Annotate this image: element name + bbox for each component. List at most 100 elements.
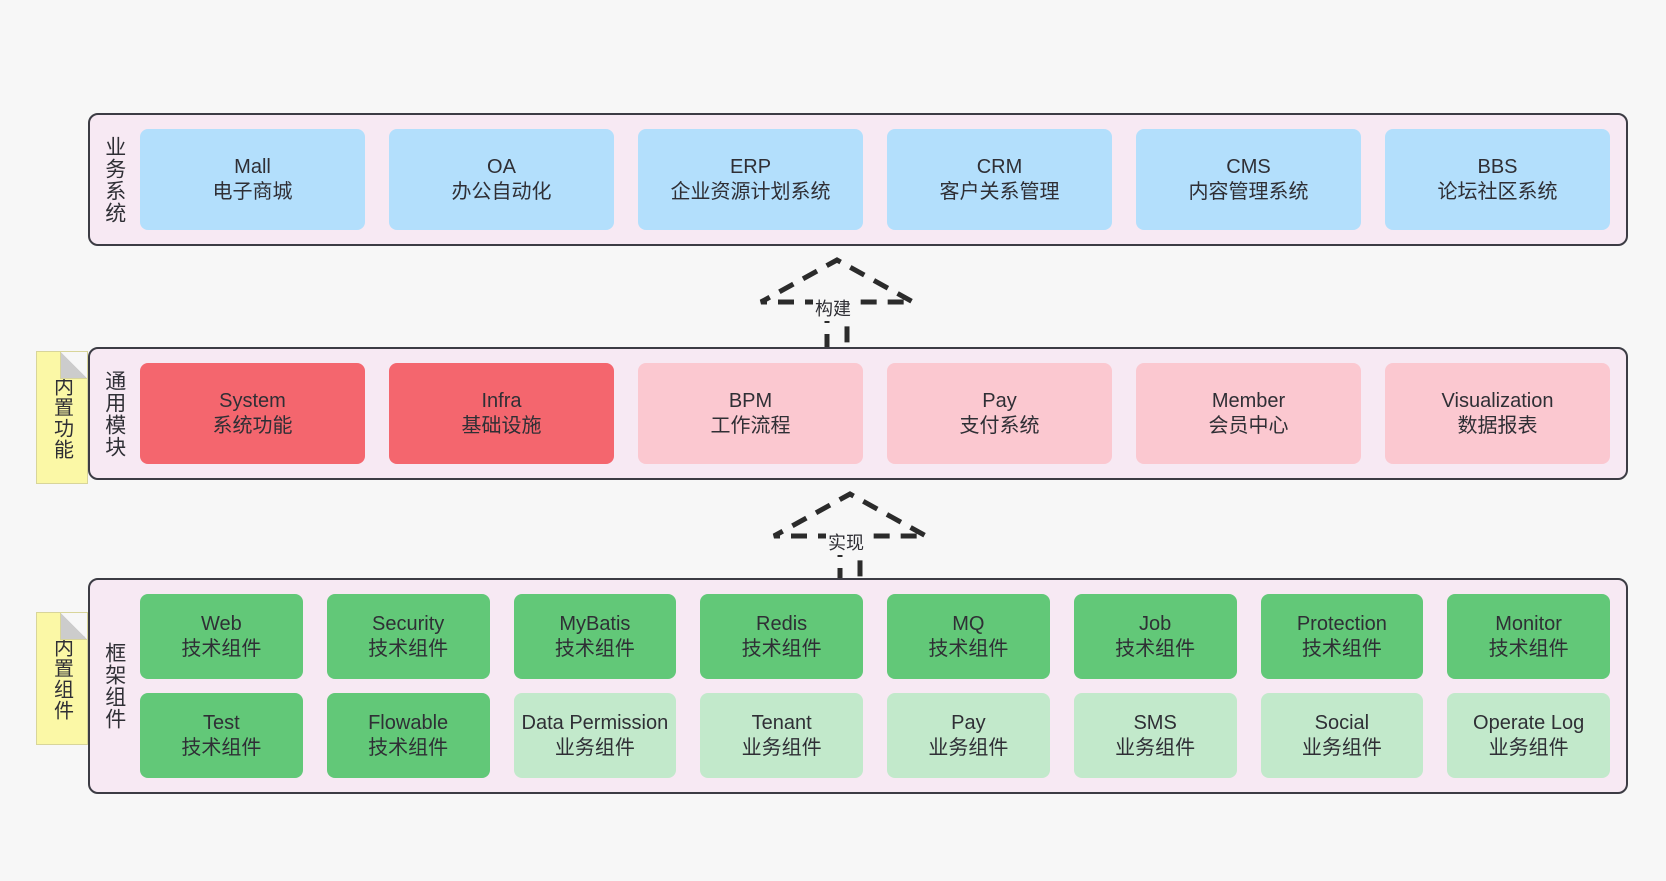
card-bbs[interactable]: BBS 论坛社区系统 [1385, 129, 1610, 230]
note-builtin-component: 内置组件 [36, 612, 88, 745]
card-row: System 系统功能 Infra 基础设施 BPM 工作流程 Pay 支付系统… [140, 363, 1610, 464]
card-infra[interactable]: Infra 基础设施 [389, 363, 614, 464]
card-title: Flowable [368, 711, 449, 734]
card-subtitle: 基础设施 [461, 414, 542, 437]
card-operate-log[interactable]: Operate Log 业务组件 [1447, 693, 1610, 778]
card-title: Protection [1296, 612, 1387, 635]
card-subtitle: 业务组件 [1301, 736, 1382, 759]
card-subtitle: 业务组件 [1488, 736, 1569, 759]
card-title: MQ [952, 612, 985, 635]
card-title: CRM [976, 155, 1023, 178]
card-row: Test 技术组件 Flowable 技术组件 Data Permission … [140, 693, 1610, 778]
card-title: Mall [234, 155, 271, 178]
card-subtitle: 业务组件 [1115, 736, 1196, 759]
card-title: MyBatis [559, 612, 631, 635]
layer-title-common-module: 通用模块 [102, 369, 126, 458]
card-subtitle: 技术组件 [181, 736, 262, 759]
card-title: Pay [951, 711, 986, 734]
card-subtitle: 数据报表 [1457, 414, 1538, 437]
card-title: Job [1139, 612, 1172, 635]
card-title: OA [487, 155, 516, 178]
card-title: Social [1314, 711, 1370, 734]
card-pay-component[interactable]: Pay 业务组件 [887, 693, 1050, 778]
layer-title-business-system: 业务系统 [102, 135, 126, 224]
card-subtitle: 技术组件 [1115, 637, 1196, 660]
card-title: Operate Log [1473, 711, 1585, 734]
connector-label-build: 构建 [813, 295, 853, 321]
card-subtitle: 系统功能 [212, 414, 293, 437]
card-subtitle: 业务组件 [741, 736, 822, 759]
card-title: Monitor [1495, 612, 1562, 635]
card-title: Member [1211, 389, 1286, 412]
card-subtitle: 办公自动化 [451, 180, 552, 203]
card-mybatis[interactable]: MyBatis 技术组件 [513, 594, 677, 679]
card-subtitle: 客户关系管理 [939, 180, 1060, 203]
card-crm[interactable]: CRM 客户关系管理 [887, 129, 1112, 230]
card-subtitle: 技术组件 [928, 637, 1009, 660]
card-subtitle: 技术组件 [1488, 637, 1569, 660]
card-visualization[interactable]: Visualization 数据报表 [1385, 363, 1610, 464]
note-label: 内置组件 [50, 636, 73, 721]
card-title: BPM [728, 389, 773, 412]
card-mq[interactable]: MQ 技术组件 [887, 594, 1050, 679]
card-title: Test [203, 711, 240, 734]
card-subtitle: 内容管理系统 [1188, 180, 1309, 203]
card-subtitle: 论坛社区系统 [1437, 180, 1558, 203]
connector-implement: 实现 [770, 491, 930, 584]
layer-framework-component: 框架组件 Web 技术组件 Security 技术组件 MyBatis 技术组件… [88, 578, 1628, 794]
card-monitor[interactable]: Monitor 技术组件 [1447, 594, 1610, 679]
card-row: Web 技术组件 Security 技术组件 MyBatis 技术组件 Redi… [140, 594, 1610, 679]
card-protection[interactable]: Protection 技术组件 [1260, 594, 1424, 679]
connector-build: 构建 [757, 257, 917, 350]
card-title: Tenant [751, 711, 812, 734]
card-title: Pay [982, 389, 1017, 412]
card-subtitle: 技术组件 [181, 637, 262, 660]
card-member[interactable]: Member 会员中心 [1136, 363, 1361, 464]
card-social[interactable]: Social 业务组件 [1260, 693, 1424, 778]
card-job[interactable]: Job 技术组件 [1073, 594, 1237, 679]
card-title: SMS [1133, 711, 1177, 734]
card-subtitle: 会员中心 [1208, 414, 1289, 437]
card-sms[interactable]: SMS 业务组件 [1073, 693, 1237, 778]
card-tenant[interactable]: Tenant 业务组件 [700, 693, 863, 778]
card-title: CMS [1226, 155, 1271, 178]
card-web[interactable]: Web 技术组件 [140, 594, 303, 679]
layer-business-system: 业务系统 Mall 电子商城 OA 办公自动化 ERP 企业资源计划系统 CRM… [88, 113, 1628, 246]
card-system[interactable]: System 系统功能 [140, 363, 365, 464]
card-security[interactable]: Security 技术组件 [326, 594, 490, 679]
card-title: System [219, 389, 286, 412]
layer-common-module: 通用模块 System 系统功能 Infra 基础设施 BPM 工作流程 Pay… [88, 347, 1628, 480]
card-pay[interactable]: Pay 支付系统 [887, 363, 1112, 464]
card-title: Infra [481, 389, 522, 412]
card-title: BBS [1477, 155, 1518, 178]
card-erp[interactable]: ERP 企业资源计划系统 [638, 129, 863, 230]
card-mall[interactable]: Mall 电子商城 [140, 129, 365, 230]
layer-title-framework-component: 框架组件 [102, 642, 126, 730]
card-subtitle: 电子商城 [212, 180, 293, 203]
card-cms[interactable]: CMS 内容管理系统 [1136, 129, 1361, 230]
card-subtitle: 业务组件 [928, 736, 1009, 759]
layer-body-common-module: System 系统功能 Infra 基础设施 BPM 工作流程 Pay 支付系统… [138, 349, 1626, 478]
card-title: Security [372, 612, 445, 635]
card-bpm[interactable]: BPM 工作流程 [638, 363, 863, 464]
card-title: ERP [729, 155, 772, 178]
card-flowable[interactable]: Flowable 技术组件 [326, 693, 490, 778]
note-label: 内置功能 [50, 375, 73, 460]
card-subtitle: 企业资源计划系统 [670, 180, 831, 203]
card-title: Data Permission [521, 711, 669, 734]
card-data-permission[interactable]: Data Permission 业务组件 [513, 693, 677, 778]
card-subtitle: 技术组件 [554, 637, 635, 660]
card-subtitle: 技术组件 [1301, 637, 1382, 660]
card-title: Web [200, 612, 242, 635]
card-subtitle: 技术组件 [368, 736, 449, 759]
card-subtitle: 业务组件 [554, 736, 635, 759]
card-redis[interactable]: Redis 技术组件 [700, 594, 863, 679]
card-subtitle: 技术组件 [741, 637, 822, 660]
card-subtitle: 支付系统 [959, 414, 1040, 437]
card-title: Redis [756, 612, 808, 635]
card-subtitle: 工作流程 [710, 414, 791, 437]
card-oa[interactable]: OA 办公自动化 [389, 129, 614, 230]
card-test[interactable]: Test 技术组件 [140, 693, 303, 778]
card-title: Visualization [1441, 389, 1554, 412]
